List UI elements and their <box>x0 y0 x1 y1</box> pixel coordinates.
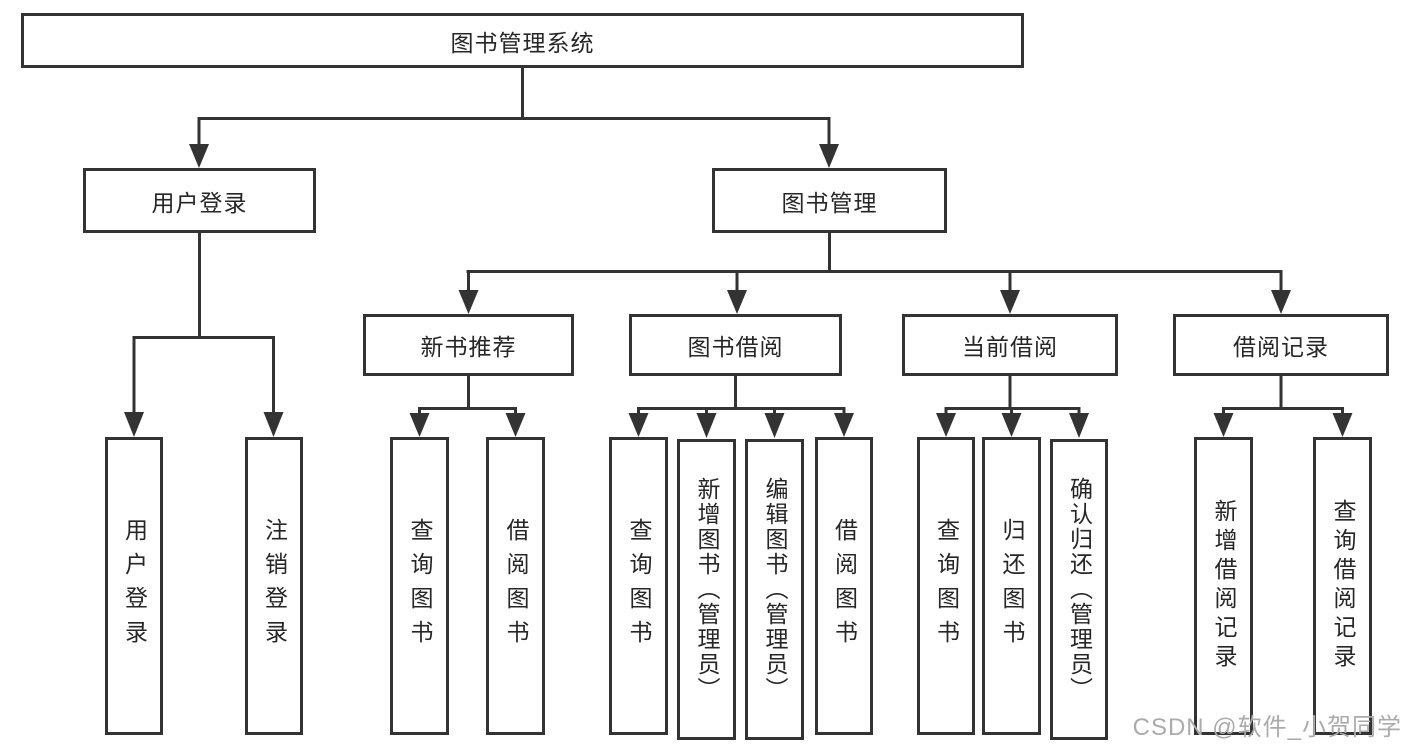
connector-user-login <box>132 233 275 417</box>
leaf-borrow-books-recommend: 借阅图书 <box>486 437 545 735</box>
connector-new-book-recommendation <box>418 376 517 416</box>
arrowhead <box>628 413 649 437</box>
arrowhead <box>1271 290 1291 314</box>
arrowhead <box>696 413 717 438</box>
leaf-query-borrow-record: 查询借阅记录 <box>1313 437 1372 735</box>
leaf-edit-books-admin: 编辑图书（管理员） <box>745 439 804 740</box>
node-borrowing-records: 借阅记录 <box>1173 314 1389 376</box>
arrowhead <box>936 413 956 437</box>
leaf-query-books-borrowing: 查询图书 <box>609 437 668 735</box>
arrowhead <box>505 413 526 437</box>
connector-book-borrowing <box>637 376 846 416</box>
connector-current-borrowing <box>944 376 1081 416</box>
leaf-user-login: 用户登录 <box>105 437 163 735</box>
node-library-management-system: 图书管理系统 <box>21 13 1024 68</box>
csdn-watermark: CSDN @软件_小贺同学 <box>1132 714 1402 741</box>
arrowhead <box>124 412 144 437</box>
leaf-return-books: 归还图书 <box>982 437 1041 735</box>
node-user-login: 用户登录 <box>83 168 316 233</box>
leaf-confirm-return-admin: 确认归还（管理员） <box>1050 439 1108 740</box>
node-new-book-recommendation: 新书推荐 <box>363 314 574 376</box>
arrowhead <box>819 144 839 168</box>
leaf-query-books-current: 查询图书 <box>917 437 975 735</box>
arrowhead <box>189 144 209 168</box>
arrowhead <box>1000 290 1020 314</box>
connector-book-management <box>466 233 1283 292</box>
leaf-add-borrow-record: 新增借阅记录 <box>1194 437 1253 735</box>
connector-root <box>197 68 831 148</box>
leaf-logout: 注销登录 <box>245 437 303 735</box>
arrowhead <box>834 413 854 437</box>
arrowhead <box>409 413 430 437</box>
arrowhead <box>727 290 747 314</box>
arrowhead <box>458 290 479 314</box>
leaf-borrow-books-borrowing: 借阅图书 <box>815 437 873 735</box>
node-book-management: 图书管理 <box>712 168 947 233</box>
leaf-add-books-admin: 新增图书（管理员） <box>677 439 736 740</box>
arrowhead <box>1069 413 1089 438</box>
node-current-borrowing: 当前借阅 <box>902 314 1118 376</box>
arrowhead <box>764 413 785 438</box>
leaf-query-books-recommend: 查询图书 <box>390 437 449 735</box>
connector-borrowing-records <box>1222 376 1344 416</box>
node-book-borrowing: 图书借阅 <box>629 314 842 376</box>
arrowhead <box>1001 413 1022 437</box>
arrowhead <box>1332 413 1353 437</box>
arrowhead <box>263 412 284 437</box>
arrowhead <box>1213 413 1234 437</box>
